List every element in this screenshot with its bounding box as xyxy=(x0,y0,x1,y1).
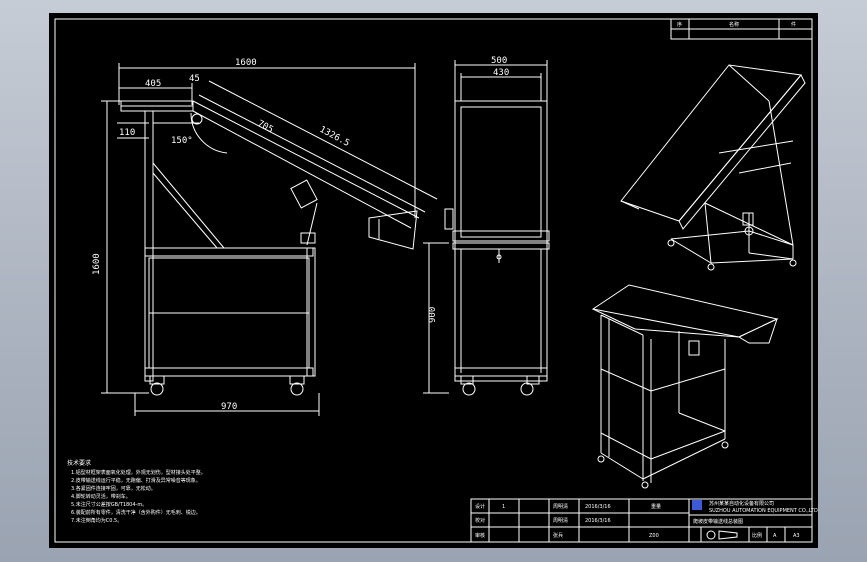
title-block xyxy=(470,498,813,543)
note-line-3: 3.各紧固件连接牢固，可靠，无松动。 xyxy=(71,485,156,492)
title-company: 苏州某某自动化设备有限公司 xyxy=(709,500,774,507)
title-col1-1: 1 xyxy=(502,504,505,510)
title-row-label-3: 审核 xyxy=(475,532,485,539)
cad-drawing: 1600 405 45 110 150° 705 1326.5 1600 970 xyxy=(54,18,818,543)
dim-front-inner: 430 xyxy=(493,68,509,78)
note-line-6: 6.装配前所有零件，清洗干净（含外购件）无毛刺、锐边。 xyxy=(71,509,201,516)
title-paper-size: A3 xyxy=(793,533,800,539)
note-line-5: 5.未注尺寸公差按GB/T1804-m。 xyxy=(71,501,147,508)
drawing-canvas: 1600 405 45 110 150° 705 1326.5 1600 970 xyxy=(49,13,818,548)
title-scale-label: 比例 xyxy=(752,532,762,539)
title-sheet-label: A xyxy=(773,533,777,539)
dim-side-height: 1600 xyxy=(92,253,102,275)
dim-side-base-width: 970 xyxy=(221,402,237,412)
isometric-view-lower xyxy=(591,284,779,489)
notes-heading: 技术要求 xyxy=(67,459,91,467)
note-line-2: 2.皮带输送线运行平稳，无跑偏、打滑及异常噪音等现象。 xyxy=(71,477,201,484)
side-view xyxy=(101,63,438,416)
title-name-2: 周明清 xyxy=(553,517,568,524)
title-company-en: SUZHOU AUTOMATION EQUIPMENT CO.,LTD xyxy=(709,508,818,514)
note-line-4: 4.脚轮转动灵活，带刹车。 xyxy=(71,493,131,500)
title-drawing-title: 爬坡皮带输送线总装图 xyxy=(693,518,743,525)
technical-notes: 技术要求 1.铝型材框架表面氧化处理，外观无划伤，型材接头处平整。 2.皮带输送… xyxy=(67,459,206,524)
title-row-label-1: 设计 xyxy=(475,503,485,510)
company-logo xyxy=(692,500,702,510)
dim-side-angle: 150° xyxy=(171,136,193,146)
revision-header-qty: 件 xyxy=(791,21,796,28)
dim-side-small: 110 xyxy=(119,128,135,138)
drawing-border xyxy=(54,18,813,543)
title-name-1: 周明清 xyxy=(553,503,568,510)
dim-side-top-left: 405 xyxy=(145,79,161,89)
dim-front-outer: 500 xyxy=(491,56,507,66)
projection-cone-icon xyxy=(718,530,738,540)
front-view xyxy=(423,60,550,396)
title-row-label-2: 校对 xyxy=(475,517,485,524)
title-weight-value: Z00 xyxy=(649,533,659,539)
note-line-7: 7.未注倒角均为C0.5。 xyxy=(71,517,122,524)
dim-side-total-width: 1600 xyxy=(235,58,257,68)
title-date-2: 2016/3/16 xyxy=(585,518,611,524)
title-date-1: 2016/3/16 xyxy=(585,504,611,510)
revision-header-no: 序 xyxy=(677,21,682,28)
revision-table xyxy=(670,18,813,40)
title-name-3: 张兵 xyxy=(553,532,563,539)
title-weight-label: 重量 xyxy=(651,503,661,510)
note-line-1: 1.铝型材框架表面氧化处理，外观无划伤，型材接头处平整。 xyxy=(71,469,206,476)
projection-symbol-icon xyxy=(706,530,716,540)
dim-front-height: 900 xyxy=(428,307,438,323)
isometric-view-upper xyxy=(620,64,806,271)
revision-header-name: 名称 xyxy=(729,21,739,28)
dim-side-angle-small: 45 xyxy=(189,74,200,84)
